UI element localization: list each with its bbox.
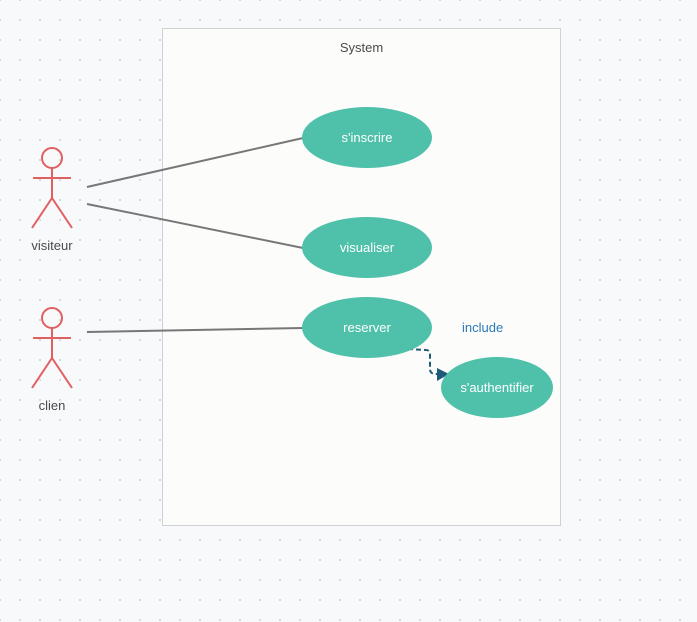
- usecase-label: reserver: [343, 320, 391, 335]
- usecase-sauthentifier[interactable]: s'authentifier: [441, 357, 553, 418]
- stick-figure-icon: [31, 307, 73, 389]
- usecase-visualiser[interactable]: visualiser: [302, 217, 432, 278]
- usecase-label: visualiser: [339, 240, 395, 255]
- usecase-reserver[interactable]: reserver: [302, 297, 432, 358]
- stick-figure-icon: [31, 147, 73, 229]
- usecase-sinscrire[interactable]: s'inscrire: [302, 107, 432, 168]
- actor-label: visiteur: [31, 238, 73, 253]
- usecase-label: s'authentifier: [460, 380, 534, 395]
- include-label[interactable]: include: [462, 320, 504, 335]
- actor-label: clien: [38, 398, 66, 413]
- system-title: System: [339, 40, 384, 55]
- actor-clien[interactable]: clien: [22, 306, 82, 416]
- actor-visiteur[interactable]: visiteur: [22, 146, 82, 256]
- usecase-label: s'inscrire: [341, 130, 393, 145]
